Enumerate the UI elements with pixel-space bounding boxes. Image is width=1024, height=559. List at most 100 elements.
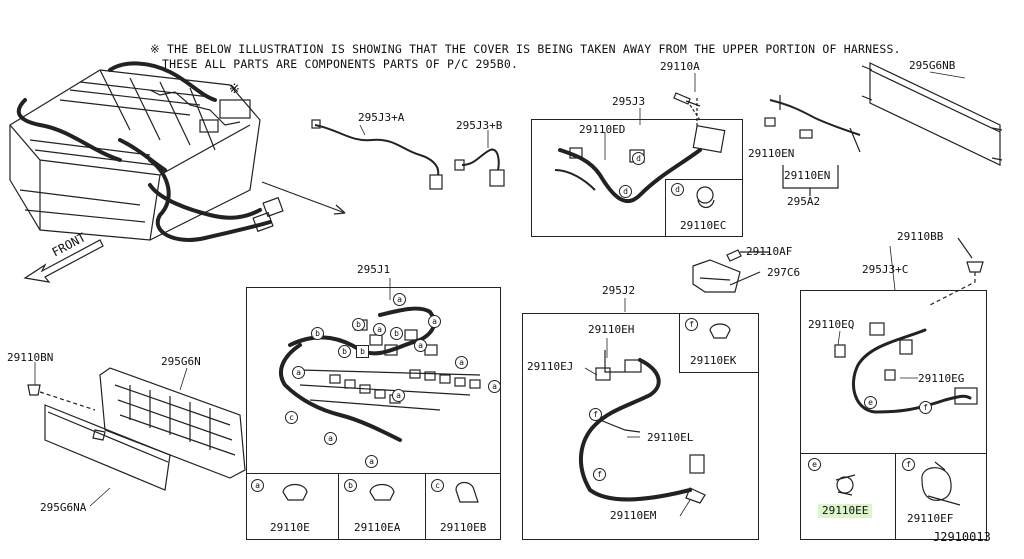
callout-a-8: a xyxy=(392,389,405,402)
label-29110a[interactable]: 29110A xyxy=(660,60,700,73)
callout-a-7: a xyxy=(488,380,501,393)
box-295j2 xyxy=(522,313,759,540)
box-295j1-detail-row xyxy=(246,473,501,540)
label-29110eb[interactable]: 29110EB xyxy=(440,521,487,534)
clip-29110ee xyxy=(835,474,856,496)
main-harness-assembly xyxy=(9,69,261,241)
label-29110ee[interactable]: 29110EE xyxy=(818,504,873,518)
cover-295g6na xyxy=(44,404,171,491)
clip-29110ec xyxy=(696,186,715,209)
callout-d-2: d xyxy=(619,185,632,198)
leader-lines xyxy=(34,71,966,517)
front-arrow xyxy=(23,239,104,283)
label-295j3-c[interactable]: 295J3+C xyxy=(862,263,909,276)
callout-d-1: d xyxy=(632,152,645,165)
callout-f-detail: f xyxy=(685,318,698,331)
label-29110e[interactable]: 29110E xyxy=(270,521,310,534)
callout-b-5: b xyxy=(356,345,369,358)
label-29110ec[interactable]: 29110EC xyxy=(680,219,727,232)
harness-295j2 xyxy=(578,350,706,504)
bracket-297c6 xyxy=(692,249,770,293)
note-line-2: THESE ALL PARTS ARE COMPONENTS PARTS OF … xyxy=(162,57,519,71)
callout-a-6: a xyxy=(292,366,305,379)
callout-a-1: a xyxy=(393,293,406,306)
label-29110en-2[interactable]: 29110EN xyxy=(784,169,831,182)
callout-a-3: a xyxy=(373,323,386,336)
label-295g6nb[interactable]: 295G6NB xyxy=(909,59,956,72)
callout-f-2: f xyxy=(593,468,606,481)
box-295j3-c-detail-row xyxy=(800,453,987,540)
label-29110eq[interactable]: 29110EQ xyxy=(808,318,855,331)
label-29110ef[interactable]: 29110EF xyxy=(907,512,954,525)
label-295j1[interactable]: 295J1 xyxy=(357,263,391,276)
callout-f-detail-2: f xyxy=(902,458,915,471)
direction-line xyxy=(261,181,346,214)
bolt-29110bb xyxy=(929,237,984,306)
label-295j3[interactable]: 295J3 xyxy=(612,95,646,108)
label-297c6[interactable]: 297C6 xyxy=(767,266,801,279)
callout-e-detail: e xyxy=(808,458,821,471)
callout-b-3: b xyxy=(311,327,324,340)
label-29110af[interactable]: 29110AF xyxy=(746,245,793,258)
asterisk-marker: ※ xyxy=(229,82,240,97)
box-295j3 xyxy=(531,119,743,237)
callout-b-2: b xyxy=(390,327,403,340)
label-29110eh[interactable]: 29110EH xyxy=(588,323,635,336)
label-295g6na[interactable]: 295G6NA xyxy=(40,501,87,514)
label-29110ea[interactable]: 29110EA xyxy=(354,521,401,534)
callout-a-2: a xyxy=(428,315,441,328)
label-295j3-b[interactable]: 295J3+B xyxy=(456,119,503,132)
callout-c-detail: c xyxy=(431,479,444,492)
label-29110ed[interactable]: 29110ED xyxy=(579,123,626,136)
callout-a-detail: a xyxy=(251,479,264,492)
clip-29110ef xyxy=(921,461,961,506)
callout-a-9: a xyxy=(324,432,337,445)
clip-29110ek xyxy=(709,323,731,339)
label-29110en-1[interactable]: 29110EN xyxy=(748,147,795,160)
label-295a2[interactable]: 295A2 xyxy=(787,195,821,208)
callout-e-1: e xyxy=(864,396,877,409)
cover-295g6nb xyxy=(861,62,1003,166)
harness-295j3 xyxy=(554,98,726,203)
harness-295j3-a xyxy=(311,119,443,190)
callout-f-1: f xyxy=(589,408,602,421)
label-295j3-a[interactable]: 295J3+A xyxy=(358,111,405,124)
main-harness-connectors xyxy=(199,99,284,233)
label-29110el[interactable]: 29110EL xyxy=(647,431,694,444)
diagram-id: J2910013 xyxy=(933,530,991,544)
note-line-1: ※ THE BELOW ILLUSTRATION IS SHOWING THAT… xyxy=(150,42,901,56)
callout-b-detail: b xyxy=(344,479,357,492)
callout-a-10: a xyxy=(365,455,378,468)
bolt-29110a xyxy=(673,92,701,107)
box-295j3-c-divider xyxy=(895,453,896,540)
box-295j1-divider-2 xyxy=(425,473,426,540)
clips-295j1-row xyxy=(282,481,479,503)
main-harness-cable xyxy=(16,61,272,242)
label-29110ej[interactable]: 29110EJ xyxy=(527,360,574,373)
callout-f-3: f xyxy=(919,401,932,414)
harness-295a2 xyxy=(764,95,861,196)
harness-295j3-c xyxy=(834,322,978,414)
box-295j1-divider-1 xyxy=(338,473,339,540)
label-29110eg[interactable]: 29110EG xyxy=(918,372,965,385)
label-29110bn[interactable]: 29110BN xyxy=(7,351,54,364)
label-29110ek[interactable]: 29110EK xyxy=(690,354,737,367)
box-295j3-c xyxy=(800,290,987,540)
box-295j2-detail-f xyxy=(679,313,759,373)
callout-a-5: a xyxy=(455,356,468,369)
box-295j3-detail-d xyxy=(665,179,743,237)
harness-295j3-b xyxy=(454,148,505,187)
callout-b-4: b xyxy=(338,345,351,358)
callout-d-detail: d xyxy=(671,183,684,196)
callout-a-4: a xyxy=(414,339,427,352)
callout-c-1: c xyxy=(285,411,298,424)
bracket-295g6n xyxy=(99,367,246,479)
box-295j1 xyxy=(246,287,501,540)
bolt-29110bn xyxy=(27,384,96,411)
label-29110em[interactable]: 29110EM xyxy=(610,509,657,522)
label-29110bb[interactable]: 29110BB xyxy=(897,230,944,243)
label-295j2[interactable]: 295J2 xyxy=(602,284,636,297)
label-295g6n[interactable]: 295G6N xyxy=(161,355,201,368)
